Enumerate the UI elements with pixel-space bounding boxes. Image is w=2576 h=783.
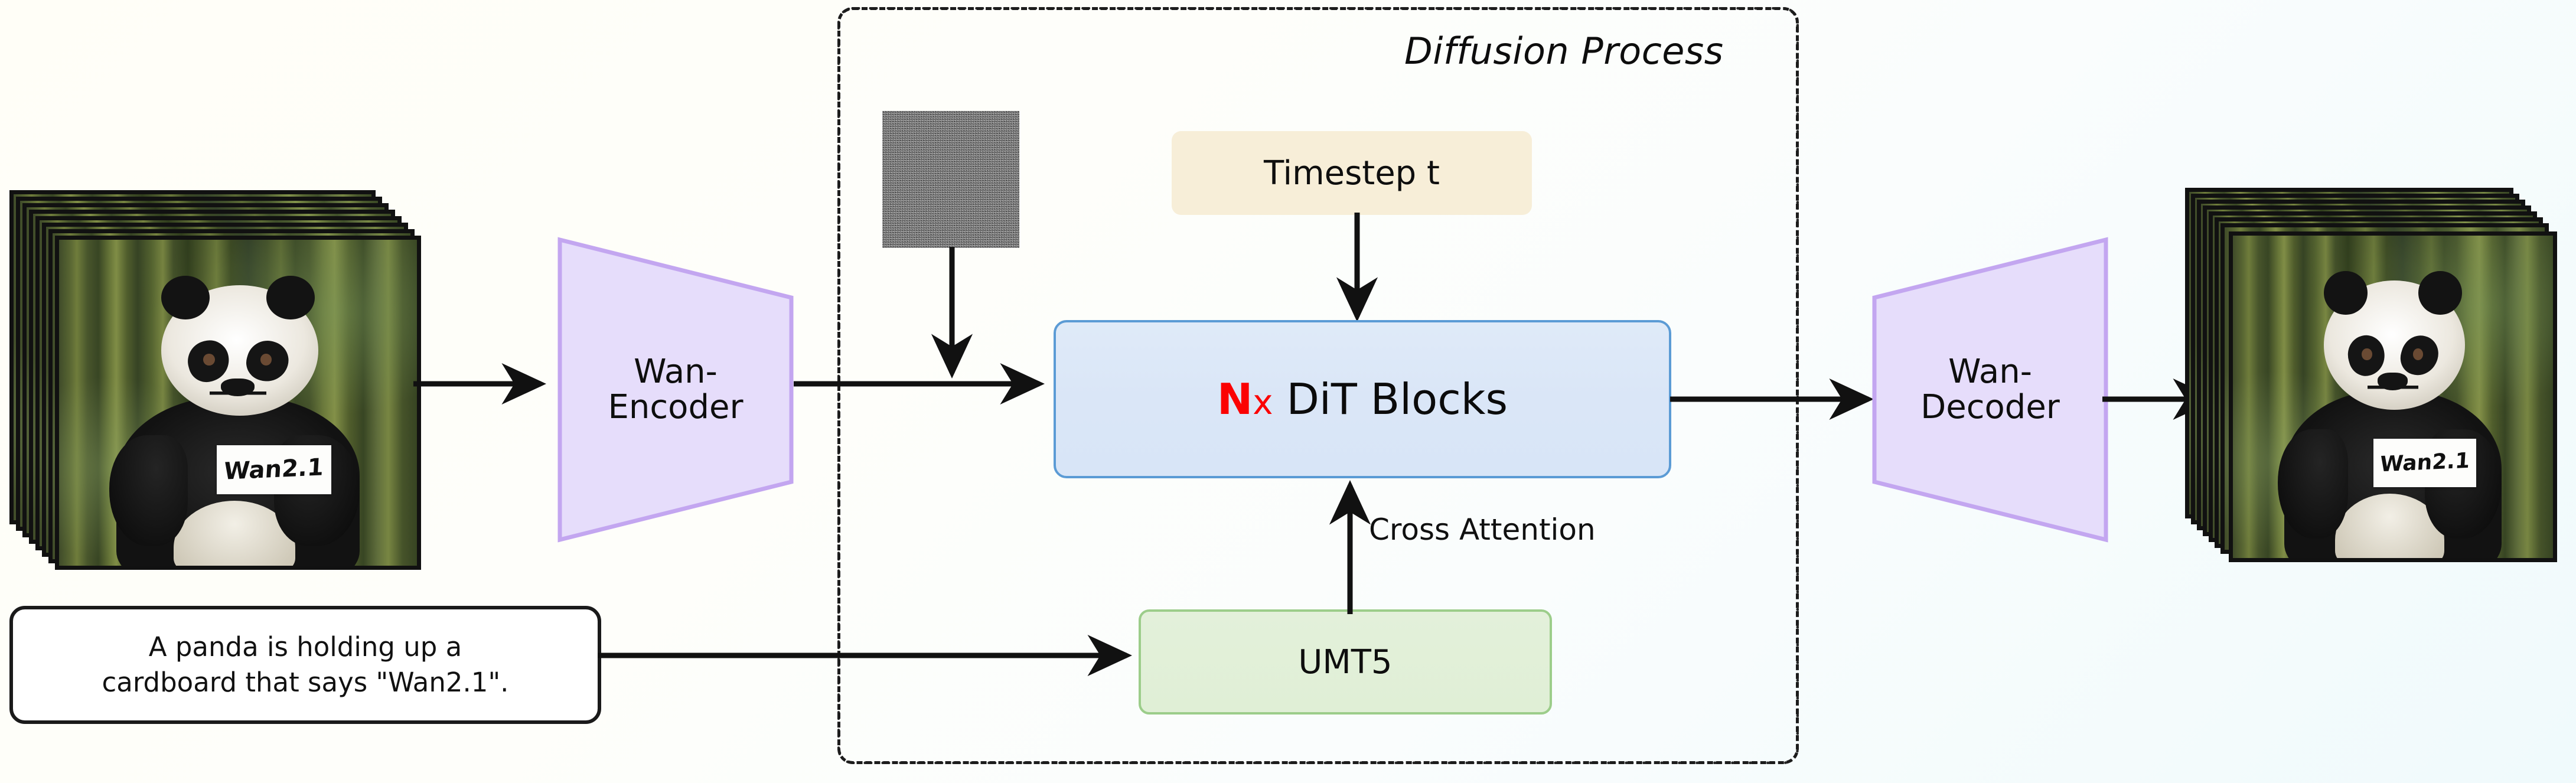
video-frame-front: Wan2.1 — [2229, 231, 2557, 562]
dit-times-symbol: x — [1253, 382, 1273, 422]
cross-attention-label: Cross Attention — [1369, 513, 1596, 547]
timestep-block[interactable]: Timestep t — [1172, 131, 1532, 215]
wan-decoder-block[interactable]: Wan- Decoder — [1871, 236, 2109, 543]
wan-encoder-line2: Encoder — [608, 388, 744, 426]
wan-decoder-line1: Wan- — [1948, 352, 2032, 391]
umt5-block[interactable]: UMT5 — [1139, 609, 1552, 715]
wan-encoder-label: Wan- Encoder — [608, 354, 744, 426]
dit-blocks-label: Nx DiT Blocks — [1217, 374, 1508, 424]
edge-frames-to-encoder — [413, 363, 546, 405]
trapezoid-shape — [557, 237, 794, 543]
timestep-label: Timestep t — [1264, 154, 1440, 193]
prompt-text: A panda is holding up a cardboard that s… — [102, 629, 509, 701]
prompt-input-box[interactable]: A panda is holding up a cardboard that s… — [9, 606, 601, 724]
umt5-label: UMT5 — [1298, 642, 1393, 681]
gaussian-noise-patch — [882, 111, 1019, 248]
wan-encoder-line1: Wan- — [634, 352, 718, 391]
dit-repeat-count: N — [1217, 374, 1253, 424]
prompt-line2: cardboard that says "Wan2.1". — [102, 667, 509, 698]
wan-decoder-label: Wan- Decoder — [1920, 354, 2060, 426]
panda-sign-text: Wan2.1 — [2379, 449, 2471, 477]
dit-blocks-block[interactable]: Nx DiT Blocks — [1054, 320, 1671, 478]
panda-sign: Wan2.1 — [216, 445, 331, 494]
wan-encoder-block[interactable]: Wan- Encoder — [556, 236, 795, 543]
diffusion-process-label: Diffusion Process — [1404, 30, 1724, 73]
trapezoid-shape — [1872, 237, 2108, 543]
wan-decoder-line2: Decoder — [1920, 388, 2060, 426]
video-frame-front: Wan2.1 — [55, 236, 421, 570]
panda-sign: Wan2.1 — [2373, 438, 2476, 487]
output-video-frames: Wan2.1 — [2185, 188, 2575, 578]
prompt-line1: A panda is holding up a — [148, 631, 462, 663]
panda-sign-text: Wan2.1 — [223, 454, 325, 485]
input-video-frames: Wan2.1 — [9, 190, 423, 574]
dit-blocks-text: DiT Blocks — [1273, 374, 1508, 424]
